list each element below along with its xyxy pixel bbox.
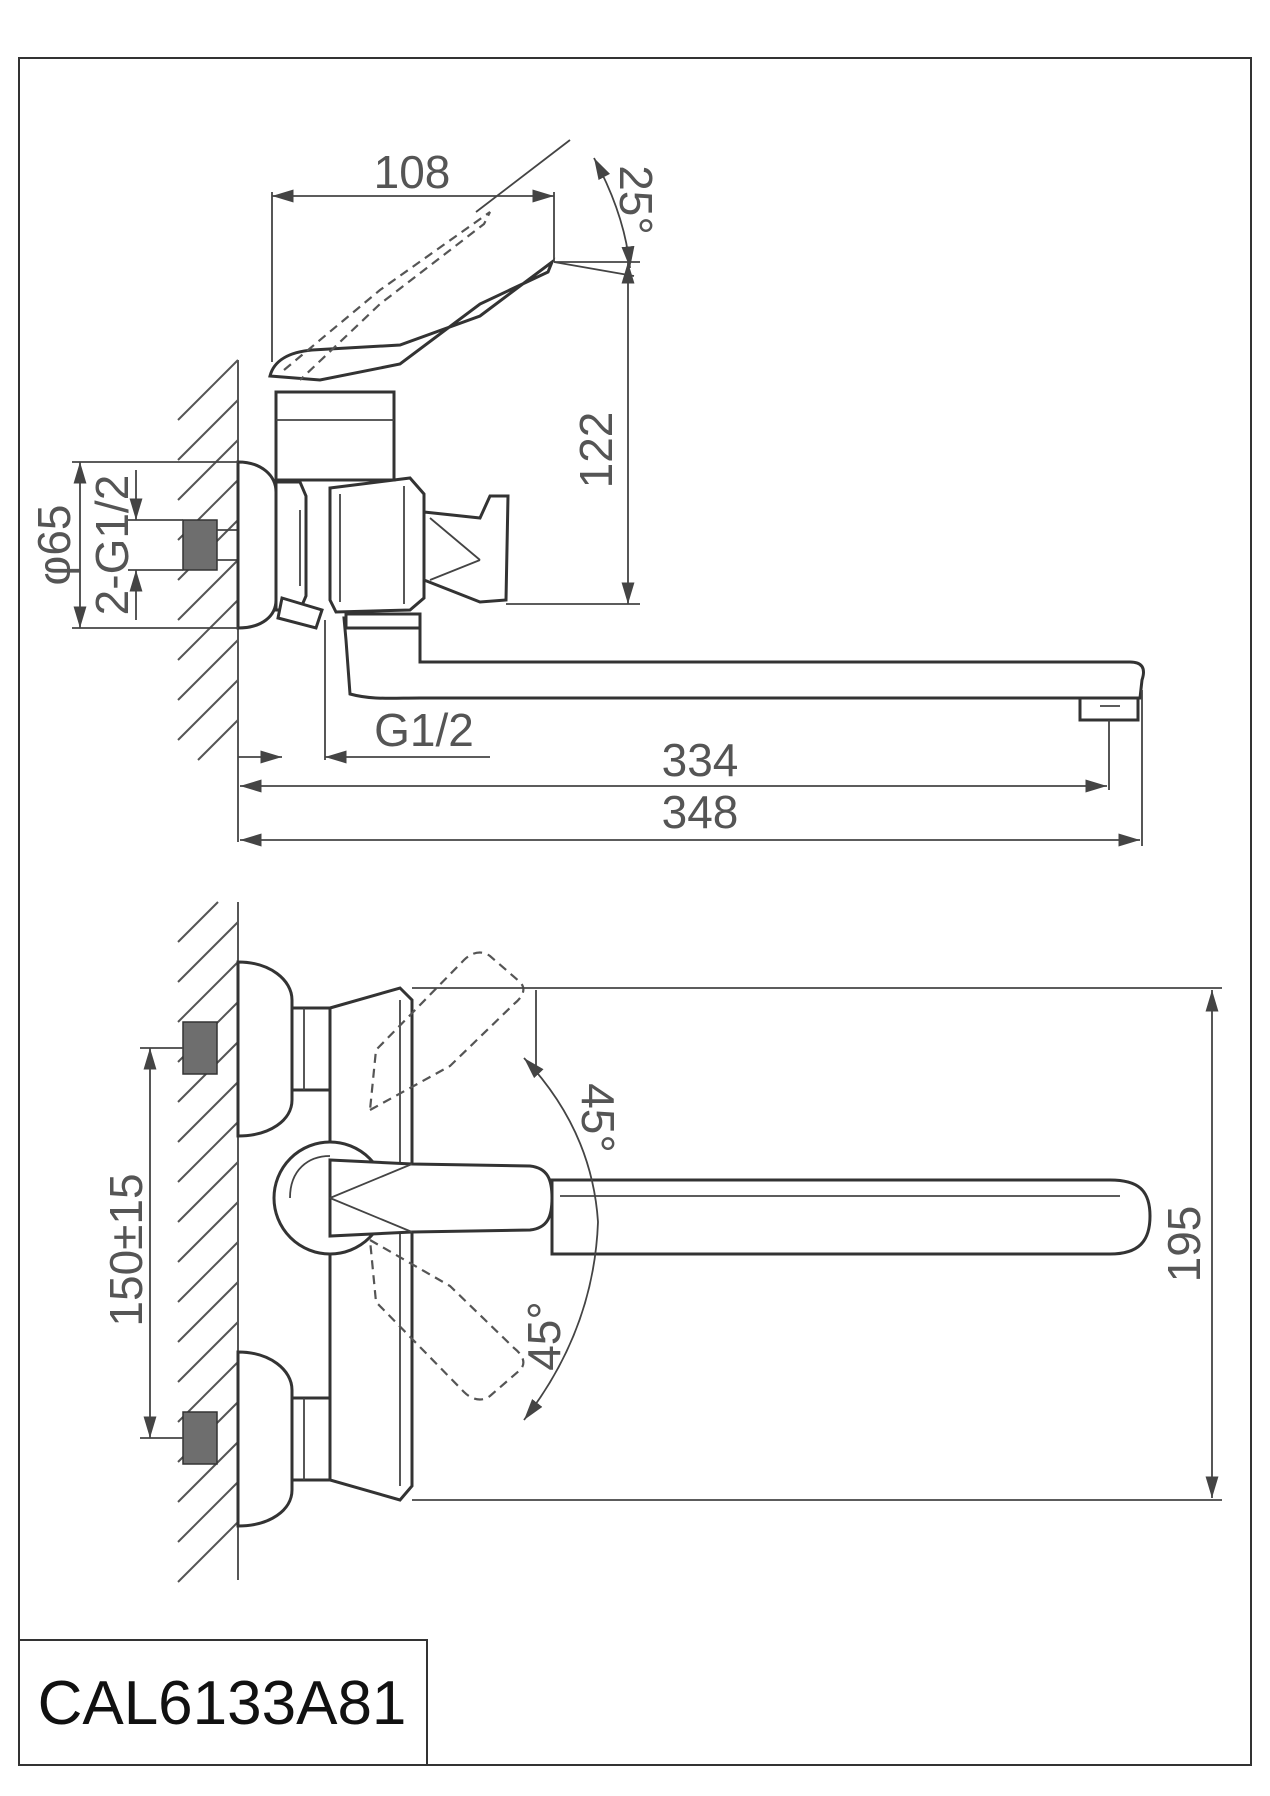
inlet-thread-lower: [182, 1411, 218, 1465]
dim-overall-length: 348: [662, 786, 739, 838]
dim-flange-diameter: φ65: [28, 505, 80, 586]
handle-rotated-up-dashed: [368, 951, 525, 1112]
aerator: [1078, 696, 1140, 722]
cartridge-column: [274, 390, 396, 482]
dim-handle-angle: 25°: [610, 165, 662, 235]
dim-handle-reach: 108: [374, 146, 451, 198]
side-view: 108 25° 122 φ65 2-G1/2 G1/2 334: [28, 139, 1145, 847]
dim-center-distance: 150±15: [100, 1173, 152, 1326]
wall-flange: [236, 460, 278, 630]
dim-body-height: 195: [1158, 1206, 1210, 1283]
dim-spout-reach: 334: [662, 734, 739, 786]
handle-rotated-dashed: [283, 211, 491, 381]
dim-height: 122: [570, 412, 622, 489]
inlet-thread-upper: [182, 1021, 218, 1075]
mixer-body-top: [328, 986, 414, 1502]
flange-upper: [236, 960, 294, 1138]
model-code: CAL6133A81: [38, 1669, 407, 1738]
dim-outlet-thread: G1/2: [374, 704, 474, 756]
mixer-body: [328, 476, 426, 614]
flange-lower: [236, 1350, 294, 1528]
wall-hatching-top: [177, 901, 239, 1583]
spout: [342, 616, 1145, 700]
lever-handle-top: [328, 1158, 554, 1238]
title-block: CAL6133A81: [18, 1639, 428, 1766]
drawing-frame: [18, 57, 1252, 1766]
dim-inlet-thread: 2-G1/2: [86, 475, 138, 616]
dim-rotation-down: 45°: [518, 1301, 570, 1371]
eccentric-connector: [274, 480, 308, 612]
lever-handle: [268, 257, 556, 382]
dim-rotation-up: 45°: [572, 1083, 624, 1153]
inlet-thread: [182, 519, 218, 571]
handle-rotated-down-dashed: [368, 1237, 525, 1401]
top-view: 45° 45° 150±15 195: [100, 901, 1222, 1583]
spout-top: [550, 1178, 1152, 1256]
